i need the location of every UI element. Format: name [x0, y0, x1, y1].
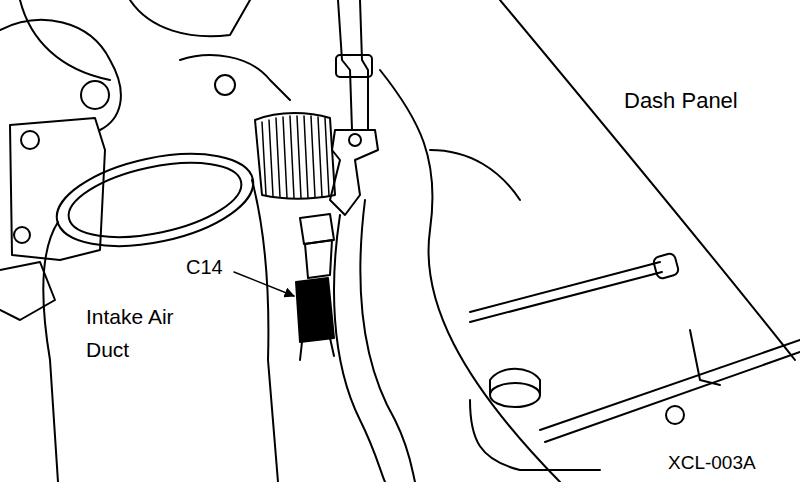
connector-c14	[296, 278, 334, 342]
cable-clip	[653, 253, 680, 280]
cable-end	[336, 55, 372, 77]
engine-part	[130, 0, 250, 36]
hose	[334, 215, 385, 482]
wire	[300, 338, 334, 360]
cable	[545, 352, 800, 442]
bolt	[666, 406, 684, 424]
part-label: Dash Panel	[624, 88, 738, 114]
part-label: Intake Air Duct	[86, 300, 198, 366]
cap	[490, 383, 540, 407]
bellows-ribs	[262, 116, 329, 198]
cable	[470, 262, 660, 312]
cable	[540, 340, 800, 430]
contour	[430, 150, 520, 200]
engine-part	[20, 0, 110, 80]
connector-label: C14	[186, 256, 223, 279]
duct-outline	[252, 180, 278, 482]
leader-line	[234, 272, 294, 296]
bolt	[349, 134, 361, 146]
bolt	[21, 131, 39, 149]
firewall-contour	[380, 70, 560, 482]
cable	[360, 0, 368, 130]
cable	[690, 330, 720, 385]
bolt	[81, 81, 109, 109]
duct-opening	[48, 138, 261, 262]
duct-outline	[43, 222, 58, 482]
bolt	[215, 75, 235, 95]
hose	[360, 200, 415, 482]
bracket	[0, 262, 55, 320]
cap	[490, 369, 540, 395]
cable	[338, 0, 352, 130]
cable	[470, 272, 662, 322]
dash-panel-edge	[500, 0, 795, 360]
figure-code: XCL-003A	[668, 452, 756, 474]
bolt	[14, 227, 30, 243]
reservoir	[470, 400, 600, 470]
connector	[305, 240, 332, 278]
bracket	[330, 130, 378, 215]
engine-part	[0, 20, 121, 130]
duct-opening	[62, 149, 248, 250]
engine-part	[180, 55, 290, 100]
bellows	[255, 113, 335, 199]
